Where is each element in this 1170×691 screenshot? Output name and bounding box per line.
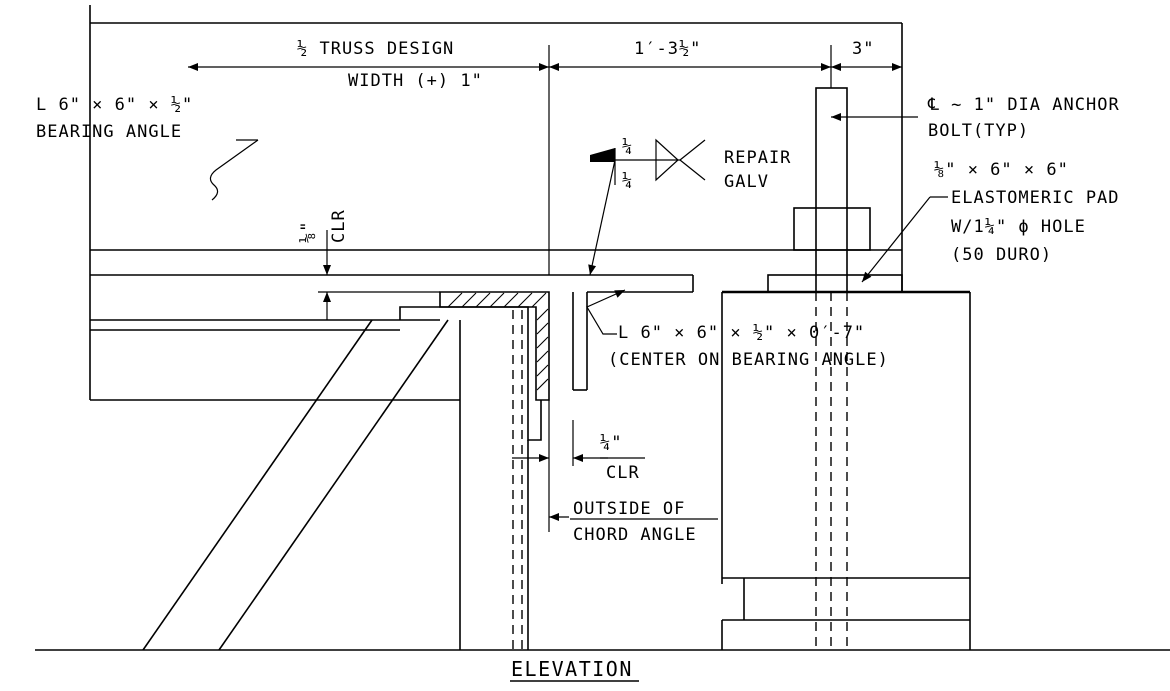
pad-leader [861, 196, 948, 283]
weld-note-1: REPAIR [724, 148, 791, 168]
dim-clearance-top [318, 230, 440, 320]
clip-angle-label-1: L 6" × 6" × ½" × 0′-7" [618, 323, 865, 343]
clearance-bottom-unit: CLR [606, 463, 640, 483]
weld-note-2: GALV [724, 172, 769, 192]
clearance-top-value: ⅛" [298, 221, 318, 243]
anchor-bolt-label-2: BOLT(TYP) [928, 121, 1029, 141]
anchor-bolt-label-1: ℄ ~ 1" DIA ANCHOR [927, 95, 1120, 115]
pier [721, 290, 971, 650]
clearance-bottom-value: ¼" [600, 433, 622, 453]
clip-angle-leader [586, 289, 626, 335]
edge-label: 3" [852, 39, 874, 59]
truss-members [142, 319, 461, 651]
bearing-angle [439, 291, 550, 401]
weld-symbol [588, 138, 706, 276]
bearing-angle-label-2: BEARING ANGLE [36, 122, 182, 142]
chord-angle-label-1: OUTSIDE OF [573, 499, 685, 519]
clip-angle-label-2: (CENTER ON BEARING ANGLE) [608, 350, 889, 370]
chord-angle [399, 306, 542, 650]
drawing-title: ELEVATION [511, 657, 633, 681]
deck-beam [89, 5, 903, 401]
dim-clearance-bottom [512, 400, 645, 532]
clip-angle-stem [572, 292, 588, 391]
chord-angle-label-2: CHORD ANGLE [573, 525, 697, 545]
elastomeric-pad [767, 274, 903, 293]
pad-label-2: ELASTOMERIC PAD [951, 188, 1120, 208]
pad-label-1: ⅛" × 6" × 6" [934, 160, 1069, 180]
half-truss-label-2: WIDTH (+) 1" [348, 71, 483, 91]
chord-angle-leader [549, 513, 718, 521]
pad-label-4: (50 DURO) [951, 245, 1052, 265]
center-to-bolt-label: 1′-3½" [634, 39, 701, 59]
bearing-angle-label-1: L 6" × 6" × ½" [36, 95, 193, 115]
bearing-angle-leader [209, 139, 259, 201]
anchor-bolt [793, 87, 871, 293]
half-truss-label-1: ½ TRUSS DESIGN [297, 39, 454, 59]
pad-label-3: W/1¼" ϕ HOLE [951, 217, 1086, 237]
weld-size-bottom: ¼ [622, 171, 633, 191]
dim-edge [830, 45, 902, 88]
weld-size-top: ¼ [622, 137, 633, 157]
clearance-top-unit: CLR [329, 209, 349, 243]
